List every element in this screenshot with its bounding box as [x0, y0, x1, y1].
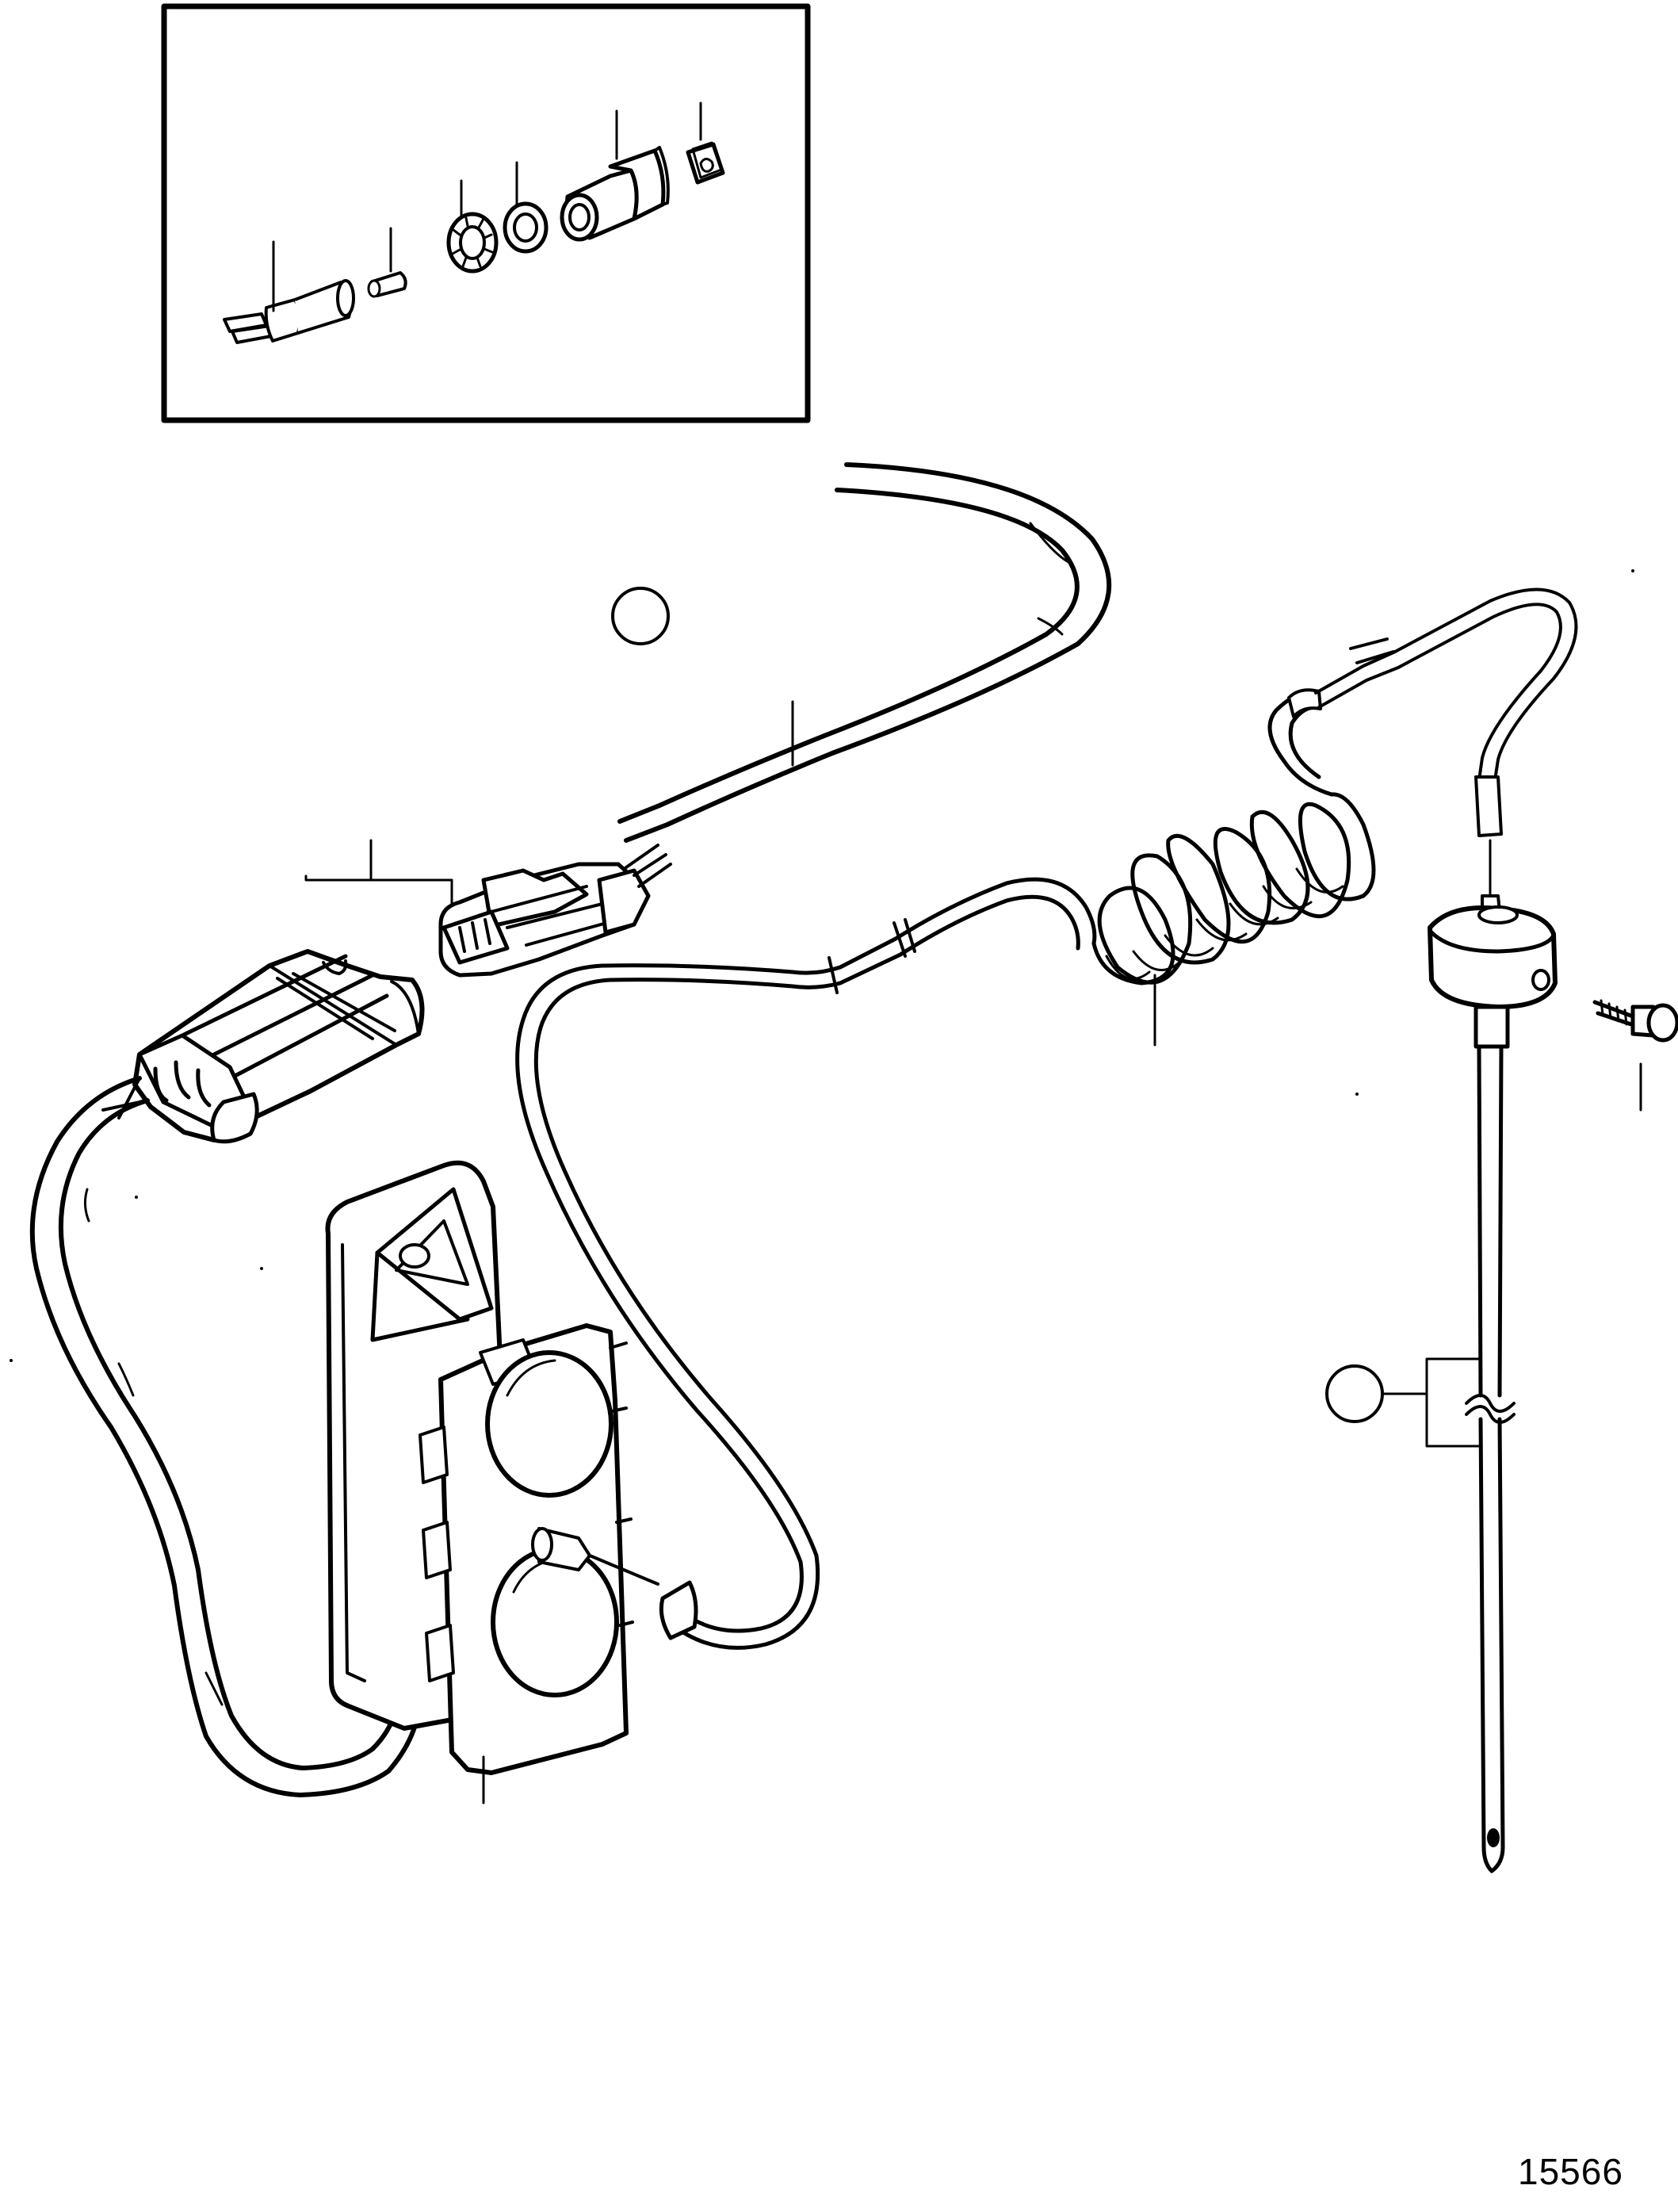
square-nut-part [686, 101, 725, 185]
callout-bracket-connector [304, 874, 453, 905]
harness-socket-connector [132, 949, 425, 1144]
main-harness-cable [617, 462, 1112, 843]
sensor-housing [325, 1160, 659, 1804]
pressure-hose [515, 963, 843, 1650]
figure-number: 15566 [1518, 2151, 1623, 2192]
seal-ring-part [503, 161, 549, 254]
reference-circle-lower [1325, 1364, 1384, 1423]
inset-detail-panel [161, 3, 811, 423]
coiled-tube [1091, 792, 1376, 1047]
reference-circle-upper [611, 587, 670, 645]
dipstick-rod [1381, 1005, 1516, 1873]
callout-bracket-dipstick [1425, 1357, 1481, 1448]
lock-washer-part [446, 179, 499, 274]
harness-plug-connector [304, 839, 672, 978]
small-pin-part [367, 227, 407, 298]
dipstick-clamp-block [1428, 905, 1558, 1009]
inset-frame [161, 3, 811, 423]
hose-to-coil [828, 877, 1097, 994]
terminal-pin-part [223, 240, 355, 344]
upper-hose [1267, 587, 1578, 913]
sensor-lead-wire [29, 1076, 421, 1797]
thumb-screw [1592, 999, 1678, 1112]
print-specks [10, 569, 1634, 1362]
flanged-bushing-part [560, 109, 670, 242]
